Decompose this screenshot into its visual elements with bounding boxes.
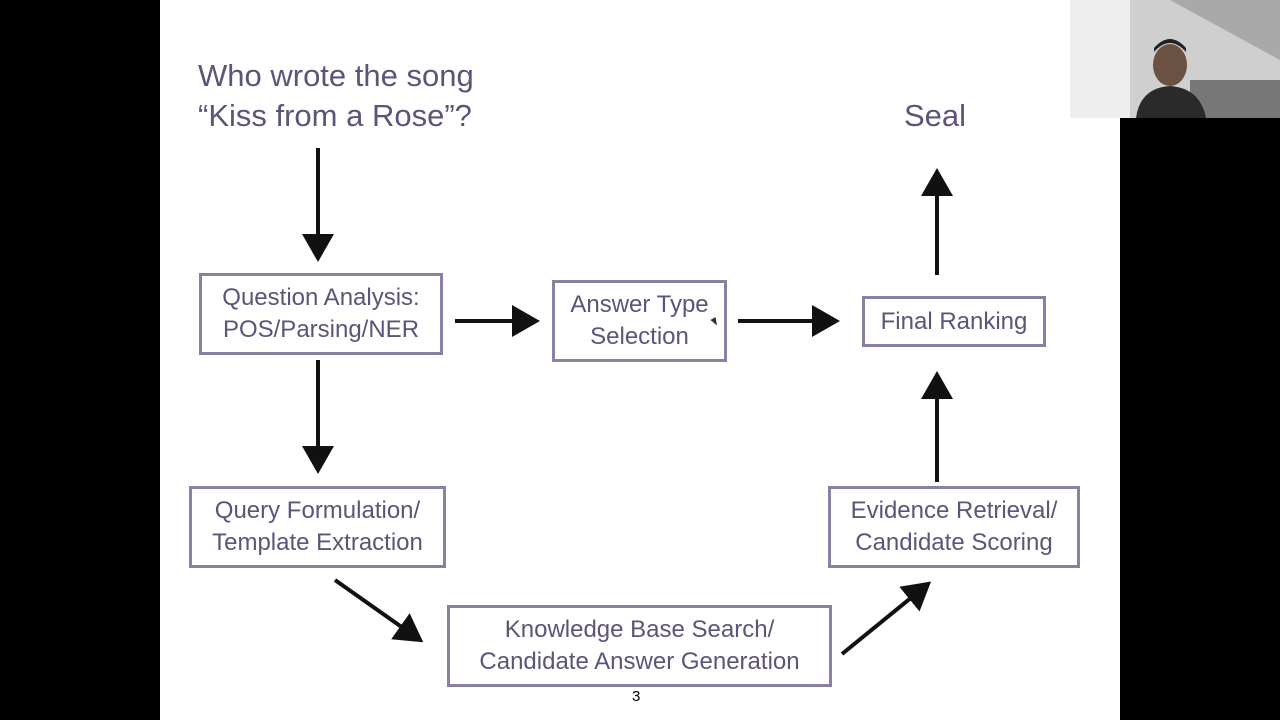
kb-search-line-2: Candidate Answer Generation — [479, 648, 800, 675]
arrow-query-to-kb-search — [333, 578, 424, 643]
answer-type-line-2: Selection — [590, 323, 689, 350]
query-formulation-line-1: Query Formulation/ — [214, 497, 421, 524]
kb-search-line-1: Knowledge Base Search/ — [504, 616, 775, 643]
query-formulation-box: Query Formulation/ Template Extraction — [189, 486, 446, 568]
question-analysis-box: Question Analysis: POS/Parsing/NER — [199, 273, 443, 355]
question-line-2: “Kiss from a Rose”? — [198, 98, 472, 133]
final-ranking-line-1: Final Ranking — [880, 307, 1028, 335]
arrow-kb-search-to-evidence — [840, 581, 932, 656]
question-line-1: Who wrote the song — [198, 58, 474, 93]
evidence-retrieval-line-1: Evidence Retrieval/ — [850, 497, 1058, 524]
evidence-retrieval-line-2: Candidate Scoring — [855, 529, 1053, 556]
final-ranking-box: Final Ranking — [862, 296, 1046, 347]
question-analysis-line-1: Question Analysis: — [222, 284, 420, 311]
answer-type-line-1: Answer Type — [570, 291, 709, 318]
webcam-feed — [1070, 0, 1280, 118]
question-analysis-line-2: POS/Parsing/NER — [222, 316, 420, 343]
webcam-person-image — [1070, 0, 1280, 118]
query-formulation-line-2: Template Extraction — [212, 529, 423, 556]
answer-type-box: Answer Type Selection — [552, 280, 727, 362]
evidence-retrieval-box: Evidence Retrieval/ Candidate Scoring — [828, 486, 1080, 568]
kb-search-box: Knowledge Base Search/ Candidate Answer … — [447, 605, 832, 687]
page-number: 3 — [632, 688, 641, 705]
question-text: Who wrote the song “Kiss from a Rose”? — [198, 56, 474, 136]
answer-text: Seal — [904, 98, 967, 133]
